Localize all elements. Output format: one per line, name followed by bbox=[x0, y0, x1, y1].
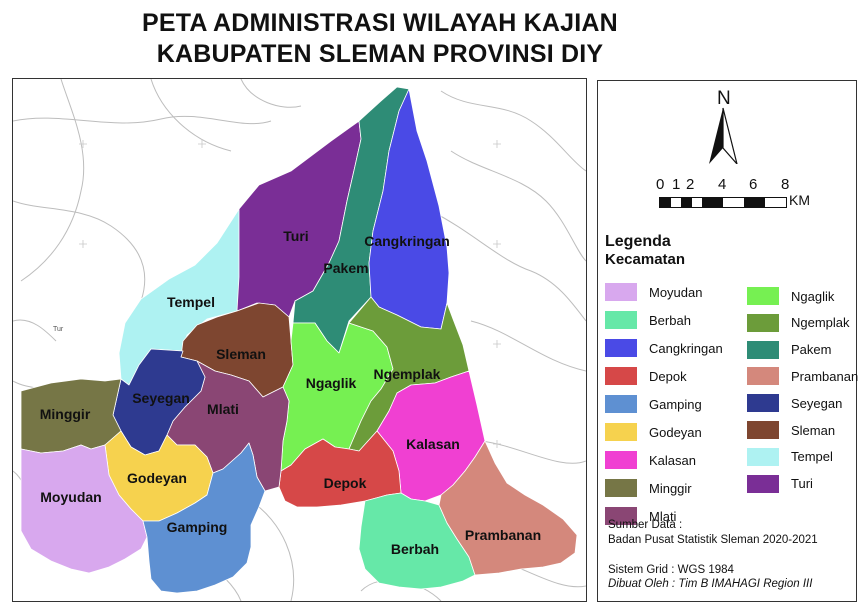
label-mlati: Mlati bbox=[207, 401, 239, 417]
legend-item: Sleman bbox=[747, 420, 835, 440]
legend-swatch bbox=[747, 340, 779, 359]
legend-swatch bbox=[747, 313, 779, 332]
legend-label: Sleman bbox=[791, 422, 836, 438]
legend-item: Mlati bbox=[605, 506, 676, 526]
legend-item: Berbah bbox=[605, 310, 691, 330]
legend-swatch bbox=[605, 479, 637, 497]
legend-label: Moyudan bbox=[649, 284, 703, 300]
scale-unit: KM bbox=[789, 192, 810, 208]
legend-swatch bbox=[605, 283, 637, 301]
legend-item: Ngaglik bbox=[747, 286, 834, 306]
north-label: N bbox=[717, 88, 731, 109]
legend-item: Minggir bbox=[605, 478, 692, 498]
legend-item: Tempel bbox=[747, 447, 833, 467]
legend-swatch bbox=[605, 423, 637, 441]
legend-label: Mlati bbox=[649, 508, 677, 524]
scale-label-6: 6 bbox=[749, 176, 758, 193]
legend-panel bbox=[597, 80, 857, 602]
label-kalasan: Kalasan bbox=[406, 436, 460, 452]
scale-label-1: 1 bbox=[672, 176, 681, 193]
label-berbah: Berbah bbox=[391, 541, 439, 557]
districts bbox=[20, 86, 578, 594]
legend-swatch bbox=[605, 395, 637, 413]
legend-label: Seyegan bbox=[791, 395, 843, 411]
legend-swatch bbox=[605, 367, 637, 385]
district-depok[interactable] bbox=[278, 430, 402, 508]
legend-label: Ngemplak bbox=[791, 315, 850, 331]
legend-item: Pakem bbox=[747, 340, 831, 360]
legend-swatch bbox=[605, 507, 637, 525]
label-sleman: Sleman bbox=[216, 346, 266, 362]
label-seyegan: Seyegan bbox=[132, 390, 190, 406]
legend-swatch bbox=[747, 474, 779, 493]
label-prambanan: Prambanan bbox=[465, 527, 541, 543]
scale-bar bbox=[659, 197, 787, 208]
source-label: Sumber Data : bbox=[608, 519, 683, 531]
label-turi: Turi bbox=[283, 228, 308, 244]
label-depok: Depok bbox=[324, 475, 367, 491]
map-author: Dibuat Oleh : Tim B IMAHAGI Region III bbox=[608, 578, 813, 590]
legend-label: Minggir bbox=[649, 480, 692, 496]
scale-label-4: 4 bbox=[718, 176, 727, 193]
map-title-line-2: KABUPATEN SLEMAN PROVINSI DIY bbox=[156, 40, 604, 68]
label-tempel: Tempel bbox=[167, 294, 215, 310]
legend-swatch bbox=[605, 311, 637, 329]
map-frame[interactable]: Turi Pakem Cangkringan Tempel Sleman Nga… bbox=[12, 78, 587, 602]
legend-swatch bbox=[747, 421, 779, 439]
legend-item: Moyudan bbox=[605, 282, 702, 302]
legend-item: Cangkringan bbox=[605, 338, 723, 358]
district-gamping[interactable] bbox=[142, 442, 266, 594]
label-cangkringan: Cangkringan bbox=[364, 233, 450, 249]
label-ngaglik: Ngaglik bbox=[306, 375, 357, 391]
scale-label-8: 8 bbox=[781, 176, 790, 193]
grid-system: Sistem Grid : WGS 1984 bbox=[608, 564, 734, 576]
scale-label-2: 2 bbox=[686, 176, 695, 193]
north-arrow-icon bbox=[709, 107, 738, 164]
label-moyudan: Moyudan bbox=[40, 489, 101, 505]
legend-title: Legenda bbox=[605, 233, 671, 250]
label-ngemplak: Ngemplak bbox=[374, 366, 441, 382]
legend-swatch bbox=[605, 451, 637, 469]
map-title-line-1: PETA ADMINISTRASI WILAYAH KAJIAN bbox=[142, 9, 618, 37]
legend-label: Depok bbox=[649, 368, 687, 384]
legend-label: Berbah bbox=[649, 312, 691, 328]
legend-item: Ngemplak bbox=[747, 313, 850, 333]
scale-labels: 0 1 2 4 6 8 bbox=[648, 176, 798, 194]
legend-swatch bbox=[747, 287, 779, 305]
legend-subtitle: Kecamatan bbox=[605, 251, 686, 268]
legend-swatch bbox=[747, 394, 779, 413]
legend-label: Godeyan bbox=[649, 424, 702, 440]
legend-label: Cangkringan bbox=[649, 340, 723, 356]
legend-item: Turi bbox=[747, 474, 813, 494]
scale-label-0: 0 bbox=[656, 176, 665, 193]
label-godeyan: Godeyan bbox=[127, 470, 187, 486]
legend-item: Seyegan bbox=[747, 393, 842, 413]
district-map: Turi Pakem Cangkringan Tempel Sleman Nga… bbox=[13, 79, 586, 601]
legend-item: Godeyan bbox=[605, 422, 702, 442]
legend-label: Ngaglik bbox=[791, 288, 835, 304]
source-text: Badan Pusat Statistik Sleman 2020-2021 bbox=[608, 534, 818, 546]
legend-label: Pakem bbox=[791, 342, 832, 358]
legend-swatch bbox=[605, 339, 637, 357]
legend-item: Depok bbox=[605, 366, 687, 386]
label-pakem: Pakem bbox=[323, 260, 368, 276]
legend-label: Kalasan bbox=[649, 452, 696, 468]
legend-label: Gamping bbox=[649, 396, 702, 412]
legend-swatch bbox=[747, 367, 779, 386]
district-prambanan[interactable] bbox=[438, 440, 578, 576]
district-labels: Turi Pakem Cangkringan Tempel Sleman Nga… bbox=[40, 228, 541, 557]
legend-label: Turi bbox=[791, 476, 813, 492]
legend-label: Prambanan bbox=[791, 368, 859, 384]
label-outside-region: Tur bbox=[53, 326, 64, 333]
legend-item: Prambanan bbox=[747, 366, 858, 386]
label-minggir: Minggir bbox=[40, 406, 91, 422]
legend-item: Kalasan bbox=[605, 450, 696, 470]
legend-label: Tempel bbox=[791, 449, 833, 465]
label-gamping: Gamping bbox=[167, 519, 228, 535]
legend-item: Gamping bbox=[605, 394, 702, 414]
legend-swatch bbox=[747, 447, 779, 466]
